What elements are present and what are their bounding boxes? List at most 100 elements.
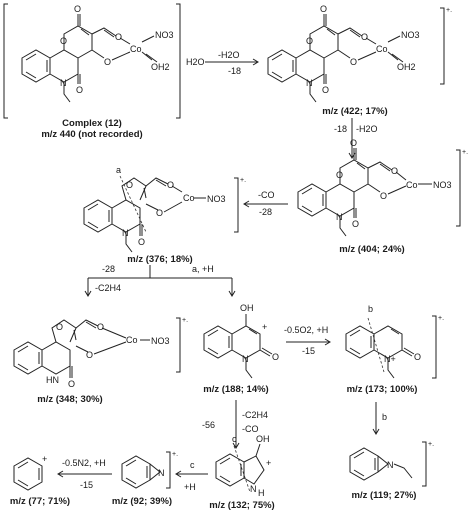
aldehyde-oxygen-label: O [361, 32, 368, 42]
ion-77-mz: m/z (77; 71%) [10, 496, 70, 507]
step-label: -28 [259, 207, 272, 217]
nh-label: N [250, 484, 257, 494]
carbonyl-oxygen-label: O [76, 85, 83, 95]
cation-plus-label: + [262, 322, 267, 332]
step-label: -0.5O2, +H [284, 325, 328, 335]
ion-422-structure [267, 7, 445, 103]
reaction-arrow [243, 200, 288, 208]
reaction-arrow [57, 470, 112, 478]
hydroxyl-label: OH [256, 434, 270, 444]
step-label: -15 [302, 346, 315, 356]
nitrogen-label: N [158, 468, 165, 478]
nitrate-label: NO3 [207, 194, 226, 204]
step-label: -C2H4 [95, 283, 121, 293]
ring-oxygen-label: O [56, 322, 63, 332]
cation-plus-label: + [42, 454, 47, 464]
hydrogen-label: H [258, 488, 265, 498]
nitrate-label: NO3 [155, 30, 174, 40]
nitrogen-label: N [336, 212, 343, 222]
cobalt-label: Co [406, 180, 418, 190]
nitrogen-label: N [306, 78, 313, 88]
nitrate-label: NO3 [401, 30, 420, 40]
aqua-ligand-label: OH2 [397, 62, 416, 72]
cleavage-site-a: a [116, 165, 121, 175]
step-label: -15 [80, 480, 93, 490]
nitrogen-label: N [122, 228, 129, 238]
step-label: a, +H [192, 264, 214, 274]
complex-12-title: Complex (12) [62, 118, 122, 129]
carbonyl-oxygen-label: O [320, 4, 327, 14]
complex-12-structure [3, 3, 181, 119]
nitrogen-label: N [60, 78, 67, 88]
carbonyl-oxygen-label: O [272, 352, 279, 362]
radical-cation-mark: +. [462, 149, 468, 156]
ion-77-structure [13, 457, 43, 491]
ion-422-mz: m/z (422; 17%) [322, 106, 387, 117]
step-label: -0.5N2, +H [62, 458, 106, 468]
ion-132-structure [215, 443, 265, 493]
step-label: -H2O [356, 124, 378, 134]
radical-cation-mark: +. [182, 317, 188, 324]
ion-348-mz: m/z (348; 30%) [37, 394, 102, 405]
ion-92-mz: m/z (92; 39%) [112, 496, 172, 507]
ring-oxygen-label: O [336, 170, 343, 180]
step-label: -18 [334, 124, 347, 134]
ion-173-structure [345, 315, 437, 379]
carbonyl-oxygen-label: O [68, 379, 75, 389]
aldehyde-oxygen-label: O [167, 180, 174, 190]
step-label: c [190, 460, 195, 470]
cobalt-label: Co [376, 44, 388, 54]
radical-cation-mark: +. [240, 177, 246, 184]
cation-plus-label: + [266, 458, 271, 468]
carbonyl-oxygen-label: O [74, 4, 81, 14]
aldehyde-oxygen-label: O [391, 166, 398, 176]
step-label: b [382, 412, 387, 422]
ring-oxygen-label: O [126, 180, 133, 190]
step-label: -18 [228, 66, 241, 76]
hydroxyl-label: OH [240, 303, 254, 313]
ion-376-structure [83, 175, 239, 253]
cobalt-label: Co [183, 193, 195, 203]
step-label: +H [184, 482, 196, 492]
cleavage-site-b: b [368, 304, 373, 314]
radical-cation-mark: +. [172, 451, 178, 458]
ion-376-mz: m/z (376; 18%) [127, 254, 192, 265]
ion-132-mz: m/z (132; 75%) [209, 500, 274, 511]
ion-173-mz: m/z (173; 100%) [347, 384, 418, 395]
ion-404-mz: m/z (404; 24%) [339, 244, 404, 255]
ion-348-structure [13, 317, 181, 378]
nitrogen-label: N [242, 354, 249, 364]
ion-119-structure [349, 441, 427, 487]
step-label: -28 [102, 264, 115, 274]
carbonyl-oxygen-label: O [322, 85, 329, 95]
step-label: -CO [258, 190, 275, 200]
step-label: -56 [202, 420, 215, 430]
carbonyl-oxygen-label: O [352, 219, 359, 229]
reaction-arrow [232, 400, 240, 449]
step-label: -C2H4 [242, 410, 268, 420]
phenolic-oxygen-label: O [380, 191, 387, 201]
phenolic-oxygen-label: O [350, 57, 357, 67]
carbonyl-oxygen-label: O [414, 352, 421, 362]
radical-cation-mark: +. [428, 441, 434, 448]
ion-119-mz: m/z (119; 27%) [352, 490, 417, 501]
step-label: -CO [242, 424, 259, 434]
water-label: H2O [186, 57, 205, 67]
aldehyde-oxygen-label: O [97, 322, 104, 332]
radical-cation-mark: +. [446, 7, 452, 14]
reaction-arrow [175, 470, 208, 478]
aqua-ligand-label: OH2 [151, 62, 170, 72]
nitrogen-label: N [387, 460, 394, 470]
reaction-arrow [372, 402, 380, 435]
ion-92-structure [121, 451, 171, 489]
nitrate-label: NO3 [433, 180, 452, 190]
ion-188-structure [203, 314, 273, 379]
cobalt-label: Co [126, 335, 138, 345]
carbonyl-oxygen-label: O [350, 138, 357, 148]
reaction-arrow [205, 58, 259, 66]
branch-arrow [84, 265, 236, 297]
phenolic-oxygen-label: O [156, 208, 163, 218]
cobalt-label: Co [130, 44, 142, 54]
nh-label: HN [46, 375, 59, 385]
